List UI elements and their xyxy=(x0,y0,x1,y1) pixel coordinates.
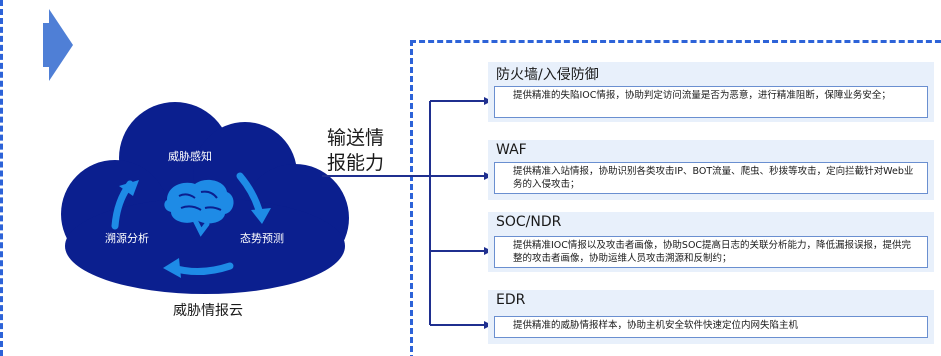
connector-label-line-2: 报能力 xyxy=(327,152,385,174)
cloud-shape xyxy=(61,102,349,294)
cloud-caption: 威胁情报云 xyxy=(173,303,243,319)
capability-title: SOC/NDR xyxy=(496,214,562,230)
capability-description: 提供精准入站情报，协助识别各类攻击IP、BOT流量、爬虫、秒拨等攻击，定向拦截针… xyxy=(494,162,928,194)
cycle-label-top: 威胁感知 xyxy=(168,150,212,163)
threat-intel-cloud: 威胁感知 态势预测 溯源分析 xyxy=(55,96,351,300)
capability-group-border xyxy=(410,40,941,356)
connector-label: 输送情 报能力 xyxy=(327,126,397,176)
brain-icon xyxy=(164,179,234,237)
capability-title: 防火墙/入侵防御 xyxy=(496,67,599,83)
cycle-label-right: 态势预测 xyxy=(240,232,284,245)
capability-description: 提供精准的失陷IOC情报，协助判定访问流量是否为恶意，进行精准阻断，保障业务安全… xyxy=(494,86,928,118)
right-arrow-icon xyxy=(43,9,73,81)
capability-card-edr: EDR 提供精准的威胁情报样本，协助主机安全软件快速定位内网失陷主机 xyxy=(488,290,934,344)
arrow-head-bottom-icon xyxy=(163,258,181,278)
capability-card-firewall: 防火墙/入侵防御 提供精准的失陷IOC情报，协助判定访问流量是否为恶意，进行精准… xyxy=(488,62,934,122)
capability-description: 提供精准的威胁情报样本，协助主机安全软件快速定位内网失陷主机 xyxy=(494,316,928,338)
capability-card-waf: WAF 提供精准入站情报，协助识别各类攻击IP、BOT流量、爬虫、秒拨等攻击，定… xyxy=(488,140,934,200)
capability-card-soc-ndr: SOC/NDR 提供精准IOC情报以及攻击者画像，协助SOC提高日志的关联分析能… xyxy=(488,212,934,272)
cycle-label-left: 溯源分析 xyxy=(105,232,149,245)
capability-description: 提供精准IOC情报以及攻击者画像，协助SOC提高日志的关联分析能力，降低漏报误报… xyxy=(494,236,928,268)
capability-title: EDR xyxy=(496,292,526,308)
left-dashed-border xyxy=(0,0,3,356)
arrow-head-right-icon xyxy=(251,208,271,224)
arrow-head-left-icon xyxy=(119,180,139,196)
capability-title: WAF xyxy=(496,142,527,158)
connector-label-line-1: 输送情 xyxy=(327,127,385,149)
